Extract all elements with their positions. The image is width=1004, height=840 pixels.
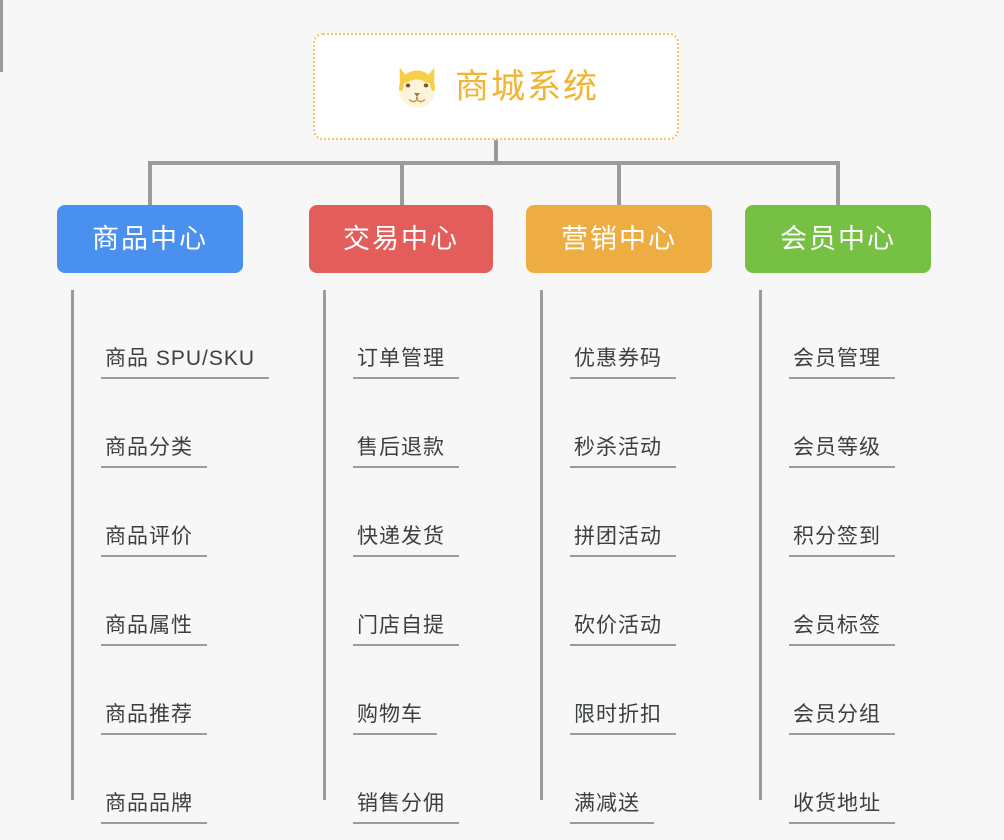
connector-drop-3 bbox=[617, 163, 621, 205]
leaf-item-label: 收货地址 bbox=[793, 791, 881, 815]
root-node[interactable]: 商城系统 bbox=[313, 33, 679, 140]
leaf-item[interactable]: 优惠券码 bbox=[540, 290, 770, 379]
leaf-item[interactable]: 门店自提 bbox=[323, 557, 553, 646]
leaf-item[interactable]: 满减送 bbox=[540, 735, 770, 824]
leaf-item[interactable]: 商品推荐 bbox=[71, 646, 301, 735]
leaf-item-label: 商品推荐 bbox=[105, 702, 193, 726]
leaf-item-label: 限时折扣 bbox=[574, 702, 662, 726]
leaf-rail bbox=[323, 290, 326, 800]
leaf-rail bbox=[71, 290, 74, 800]
category-label: 营销中心 bbox=[561, 223, 677, 254]
leaf-item[interactable]: 拼团活动 bbox=[540, 468, 770, 557]
leaf-item[interactable]: 商品 SPU/SKU bbox=[71, 290, 301, 379]
leaf-column-marketing-center: 优惠券码 秒杀活动 拼团活动 砍价活动 限时折扣 满减送 bbox=[540, 290, 770, 824]
leaf-rail bbox=[759, 290, 762, 800]
leaf-item-label: 购物车 bbox=[357, 702, 423, 726]
connector-stub-2 bbox=[0, 18, 3, 36]
root-node-label: 商城系统 bbox=[455, 67, 599, 106]
leaf-item-label: 订单管理 bbox=[357, 346, 445, 370]
connector-horizontal-bus bbox=[148, 161, 840, 165]
leaf-item-label: 满减送 bbox=[574, 791, 640, 815]
leaf-item-label: 优惠券码 bbox=[574, 346, 662, 370]
leaf-item[interactable]: 积分签到 bbox=[759, 468, 989, 557]
leaf-item[interactable]: 会员等级 bbox=[759, 379, 989, 468]
leaf-item[interactable]: 订单管理 bbox=[323, 290, 553, 379]
leaf-item[interactable]: 商品品牌 bbox=[71, 735, 301, 824]
category-node-trade-center[interactable]: 交易中心 bbox=[309, 205, 493, 273]
leaf-item-label: 砍价活动 bbox=[574, 613, 662, 637]
category-node-member-center[interactable]: 会员中心 bbox=[745, 205, 931, 273]
leaf-item[interactable]: 销售分佣 bbox=[323, 735, 553, 824]
leaf-item-label: 积分签到 bbox=[793, 524, 881, 548]
leaf-item[interactable]: 会员标签 bbox=[759, 557, 989, 646]
category-label: 商品中心 bbox=[92, 223, 208, 254]
leaf-item-label: 会员管理 bbox=[793, 346, 881, 370]
category-label: 交易中心 bbox=[343, 223, 459, 254]
leaf-column-trade-center: 订单管理 售后退款 快递发货 门店自提 购物车 销售分佣 bbox=[323, 290, 553, 824]
connector-drop-4 bbox=[836, 163, 840, 205]
leaf-item-label: 售后退款 bbox=[357, 435, 445, 459]
leaf-item-label: 商品 SPU/SKU bbox=[105, 346, 256, 370]
connector-stub-4 bbox=[0, 54, 3, 72]
category-node-marketing-center[interactable]: 营销中心 bbox=[526, 205, 712, 273]
leaf-item[interactable]: 售后退款 bbox=[323, 379, 553, 468]
leaf-rail bbox=[540, 290, 543, 800]
leaf-item-label: 商品品牌 bbox=[105, 791, 193, 815]
leaf-item[interactable]: 快递发货 bbox=[323, 468, 553, 557]
leaf-item-label: 门店自提 bbox=[357, 613, 445, 637]
dog-face-icon bbox=[399, 67, 435, 108]
leaf-item-label: 会员标签 bbox=[793, 613, 881, 637]
connector-drop-1 bbox=[148, 163, 152, 205]
leaf-item[interactable]: 商品属性 bbox=[71, 557, 301, 646]
leaf-item[interactable]: 砍价活动 bbox=[540, 557, 770, 646]
connector-root-stem bbox=[494, 140, 498, 163]
leaf-item-label: 商品属性 bbox=[105, 613, 193, 637]
connector-drop-2 bbox=[400, 163, 404, 205]
leaf-item-label: 会员等级 bbox=[793, 435, 881, 459]
leaf-item[interactable]: 限时折扣 bbox=[540, 646, 770, 735]
leaf-item-label: 商品评价 bbox=[105, 524, 193, 548]
leaf-item-label: 拼团活动 bbox=[574, 524, 662, 548]
leaf-item[interactable]: 会员分组 bbox=[759, 646, 989, 735]
leaf-item[interactable]: 会员管理 bbox=[759, 290, 989, 379]
connector-stub-1 bbox=[0, 0, 3, 18]
connector-stub-3 bbox=[0, 36, 3, 54]
category-label: 会员中心 bbox=[780, 223, 896, 254]
leaf-item-label: 商品分类 bbox=[105, 435, 193, 459]
leaf-item[interactable]: 购物车 bbox=[323, 646, 553, 735]
leaf-item[interactable]: 商品分类 bbox=[71, 379, 301, 468]
leaf-item-label: 秒杀活动 bbox=[574, 435, 662, 459]
leaf-item[interactable]: 收货地址 bbox=[759, 735, 989, 824]
leaf-item-label: 销售分佣 bbox=[357, 791, 445, 815]
leaf-column-member-center: 会员管理 会员等级 积分签到 会员标签 会员分组 收货地址 bbox=[759, 290, 989, 824]
category-node-product-center[interactable]: 商品中心 bbox=[57, 205, 243, 273]
leaf-item-label: 快递发货 bbox=[357, 524, 445, 548]
leaf-item[interactable]: 秒杀活动 bbox=[540, 379, 770, 468]
leaf-item[interactable]: 商品评价 bbox=[71, 468, 301, 557]
leaf-column-product-center: 商品 SPU/SKU 商品分类 商品评价 商品属性 商品推荐 商品品牌 bbox=[71, 290, 301, 824]
leaf-item-label: 会员分组 bbox=[793, 702, 881, 726]
